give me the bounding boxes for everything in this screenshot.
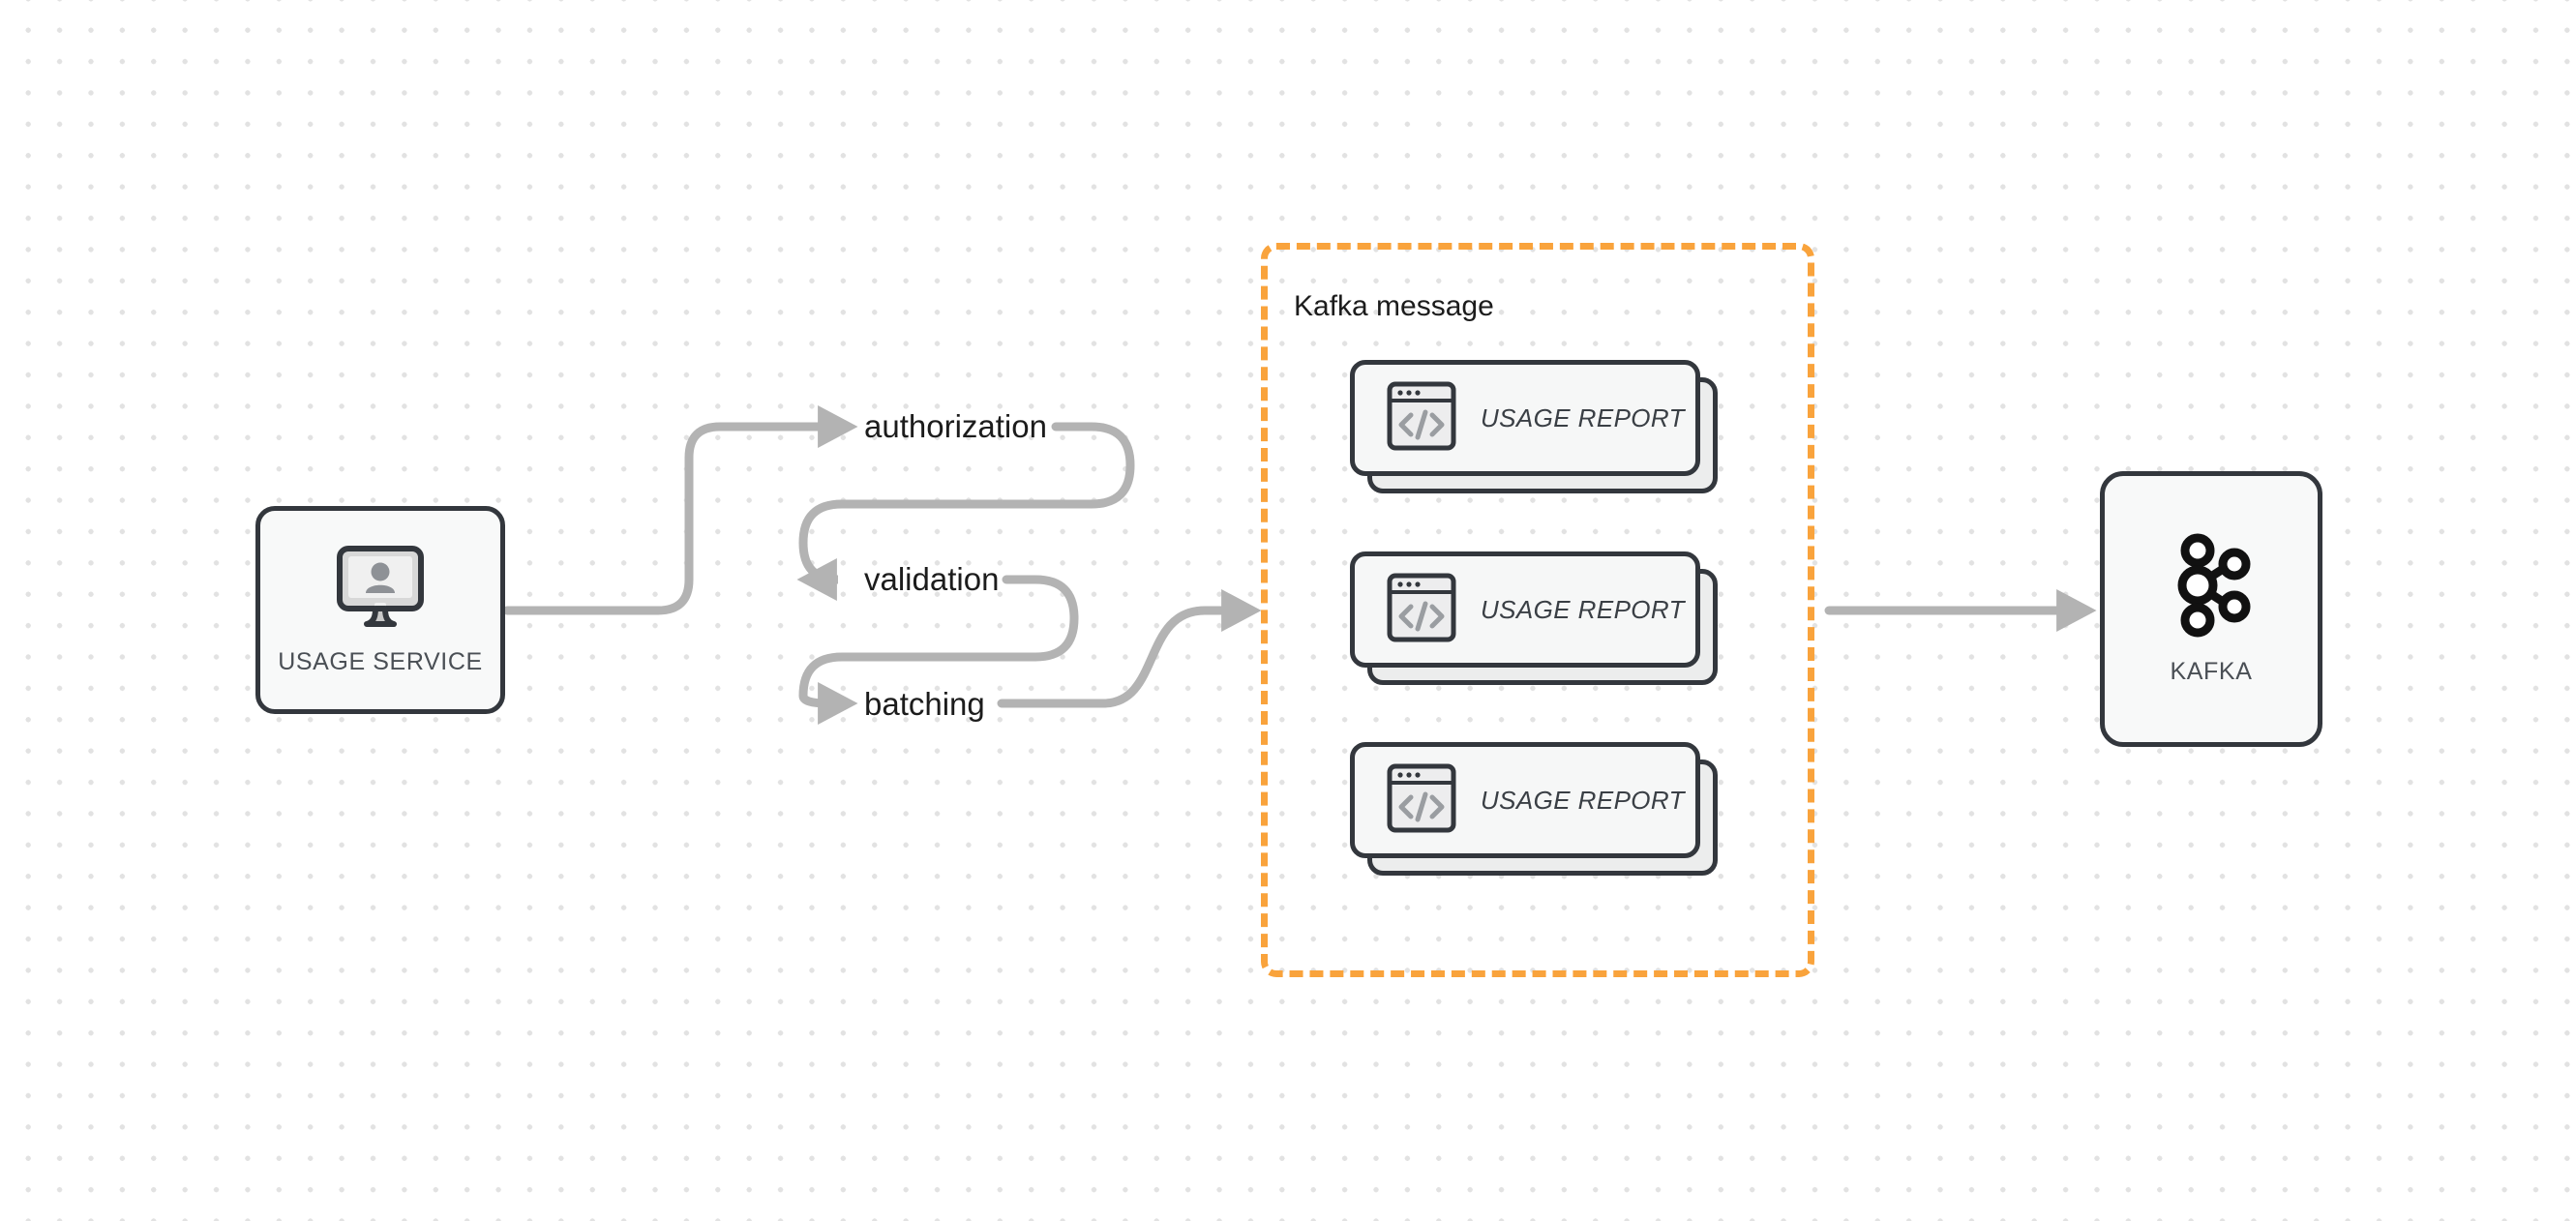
step-label-validation[interactable]: validation <box>864 561 1000 597</box>
node-label-usage-service: USAGE SERVICE <box>278 647 483 675</box>
kafka-message-group <box>1261 243 1814 977</box>
usage-report-card[interactable]: USAGE REPORT <box>1350 742 1718 876</box>
node-label-kafka: KAFKA <box>2170 657 2253 685</box>
kafka-message-title: Kafka message <box>1294 290 1494 322</box>
connector-batching-to-kafka-message <box>997 588 1262 708</box>
connector-validation-to-batching <box>798 575 1079 726</box>
code-window-icon <box>1387 573 1456 647</box>
kafka-node-graph-icon <box>2169 533 2254 642</box>
usage-report-card[interactable]: USAGE REPORT <box>1350 551 1718 685</box>
card-stack-front: USAGE REPORT <box>1350 742 1700 858</box>
connector-usage-service-to-authorization <box>502 404 858 615</box>
node-kafka[interactable]: KAFKA <box>2100 471 2322 747</box>
code-window-icon <box>1387 763 1456 838</box>
card-stack-front: USAGE REPORT <box>1350 551 1700 668</box>
step-label-batching[interactable]: batching <box>864 686 985 722</box>
monitor-user-icon <box>336 545 425 633</box>
card-stack-front: USAGE REPORT <box>1350 360 1700 476</box>
usage-report-card[interactable]: USAGE REPORT <box>1350 360 1718 493</box>
usage-report-label: USAGE REPORT <box>1481 785 1685 815</box>
node-usage-service[interactable]: USAGE SERVICE <box>255 506 505 714</box>
step-label-authorization[interactable]: authorization <box>864 408 1047 444</box>
connector-authorization-to-validation <box>796 422 1135 602</box>
code-window-icon <box>1387 381 1456 456</box>
usage-report-label: USAGE REPORT <box>1481 402 1685 432</box>
usage-report-label: USAGE REPORT <box>1481 594 1685 624</box>
